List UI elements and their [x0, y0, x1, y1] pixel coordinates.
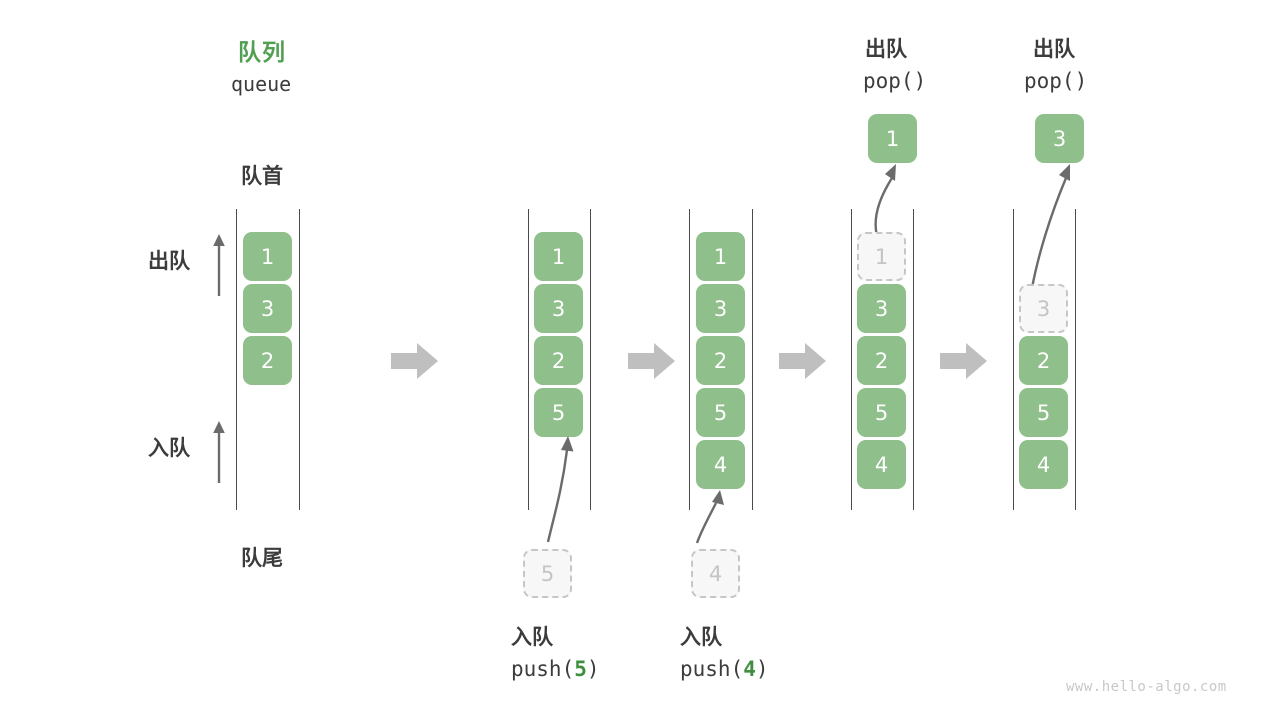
- queue-rail-right-stage-4: [913, 209, 914, 510]
- push-code-suffix: ): [586, 657, 600, 681]
- push-label-cn: 入队: [511, 626, 553, 649]
- queue-cell: 4: [857, 440, 906, 489]
- queue-cell: 2: [696, 336, 745, 385]
- push-code-value: 4: [743, 657, 756, 681]
- pop-code-label: pop(): [863, 69, 927, 93]
- queue-cell: 3: [857, 284, 906, 333]
- dequeue-direction-arrow-icon: [213, 234, 225, 296]
- push-source-cell: 5: [523, 549, 572, 598]
- transition-arrow-icon: [940, 343, 987, 379]
- queue-rail-left-stage-5: [1013, 209, 1014, 510]
- queue-cell: 5: [696, 388, 745, 437]
- transition-arrow-icon: [628, 343, 675, 379]
- queue-cell: 3: [243, 284, 292, 333]
- push-code-label: push(4): [680, 657, 769, 681]
- queue-cell: 1: [534, 232, 583, 281]
- queue-rail-left-stage-1: [236, 209, 237, 510]
- transition-arrow-icon: [391, 343, 438, 379]
- pop-code-label: pop(): [1024, 69, 1088, 93]
- pop-label-cn: 出队: [1033, 38, 1075, 61]
- pop-label-cn: 出队: [865, 38, 907, 61]
- queue-cell: 1: [243, 232, 292, 281]
- queue-cell: 2: [243, 336, 292, 385]
- queue-rail-right-stage-5: [1075, 209, 1076, 510]
- queue-rail-right-stage-3: [752, 209, 753, 510]
- watermark: www.hello-algo.com: [1066, 679, 1227, 695]
- queue-cell: 5: [857, 388, 906, 437]
- queue-rail-left-stage-2: [528, 209, 529, 510]
- queue-cell-ghost: 1: [857, 232, 906, 281]
- queue-rail-left-stage-4: [851, 209, 852, 510]
- queue-cell: 1: [696, 232, 745, 281]
- push-code-value: 5: [574, 657, 587, 681]
- diagram-title-cn: 队列: [238, 39, 286, 65]
- queue-tail-label: 队尾: [241, 547, 283, 570]
- pop-arrow-icon: [1030, 164, 1070, 289]
- queue-cell: 5: [1019, 388, 1068, 437]
- push-arrow-icon: [695, 490, 724, 544]
- push-code-prefix: push(: [680, 657, 744, 681]
- queue-cell: 3: [534, 284, 583, 333]
- queue-cell: 3: [696, 284, 745, 333]
- enqueue-direction-arrow-icon: [213, 421, 225, 483]
- enqueue-direction-label: 入队: [148, 437, 190, 460]
- queue-rail-left-stage-3: [689, 209, 690, 510]
- push-source-cell: 4: [691, 549, 740, 598]
- queue-cell: 2: [857, 336, 906, 385]
- queue-cell: 2: [1019, 336, 1068, 385]
- push-label-cn: 入队: [680, 626, 722, 649]
- pop-arrow-icon: [874, 164, 896, 237]
- queue-rail-right-stage-1: [299, 209, 300, 510]
- queue-rail-right-stage-2: [590, 209, 591, 510]
- queue-cell: 2: [534, 336, 583, 385]
- queue-cell: 4: [696, 440, 745, 489]
- queue-cell: 5: [534, 388, 583, 437]
- push-code-label: push(5): [511, 657, 600, 681]
- queue-cell: 4: [1019, 440, 1068, 489]
- transition-arrow-icon: [779, 343, 826, 379]
- queue-head-label: 队首: [241, 165, 283, 188]
- push-code-prefix: push(: [511, 657, 575, 681]
- push-code-suffix: ): [755, 657, 769, 681]
- diagram-title-en: queue: [231, 72, 292, 96]
- popped-cell: 1: [868, 114, 917, 163]
- popped-cell: 3: [1035, 114, 1084, 163]
- dequeue-direction-label: 出队: [148, 250, 190, 273]
- queue-cell-ghost: 3: [1019, 284, 1068, 333]
- push-arrow-icon: [546, 436, 574, 543]
